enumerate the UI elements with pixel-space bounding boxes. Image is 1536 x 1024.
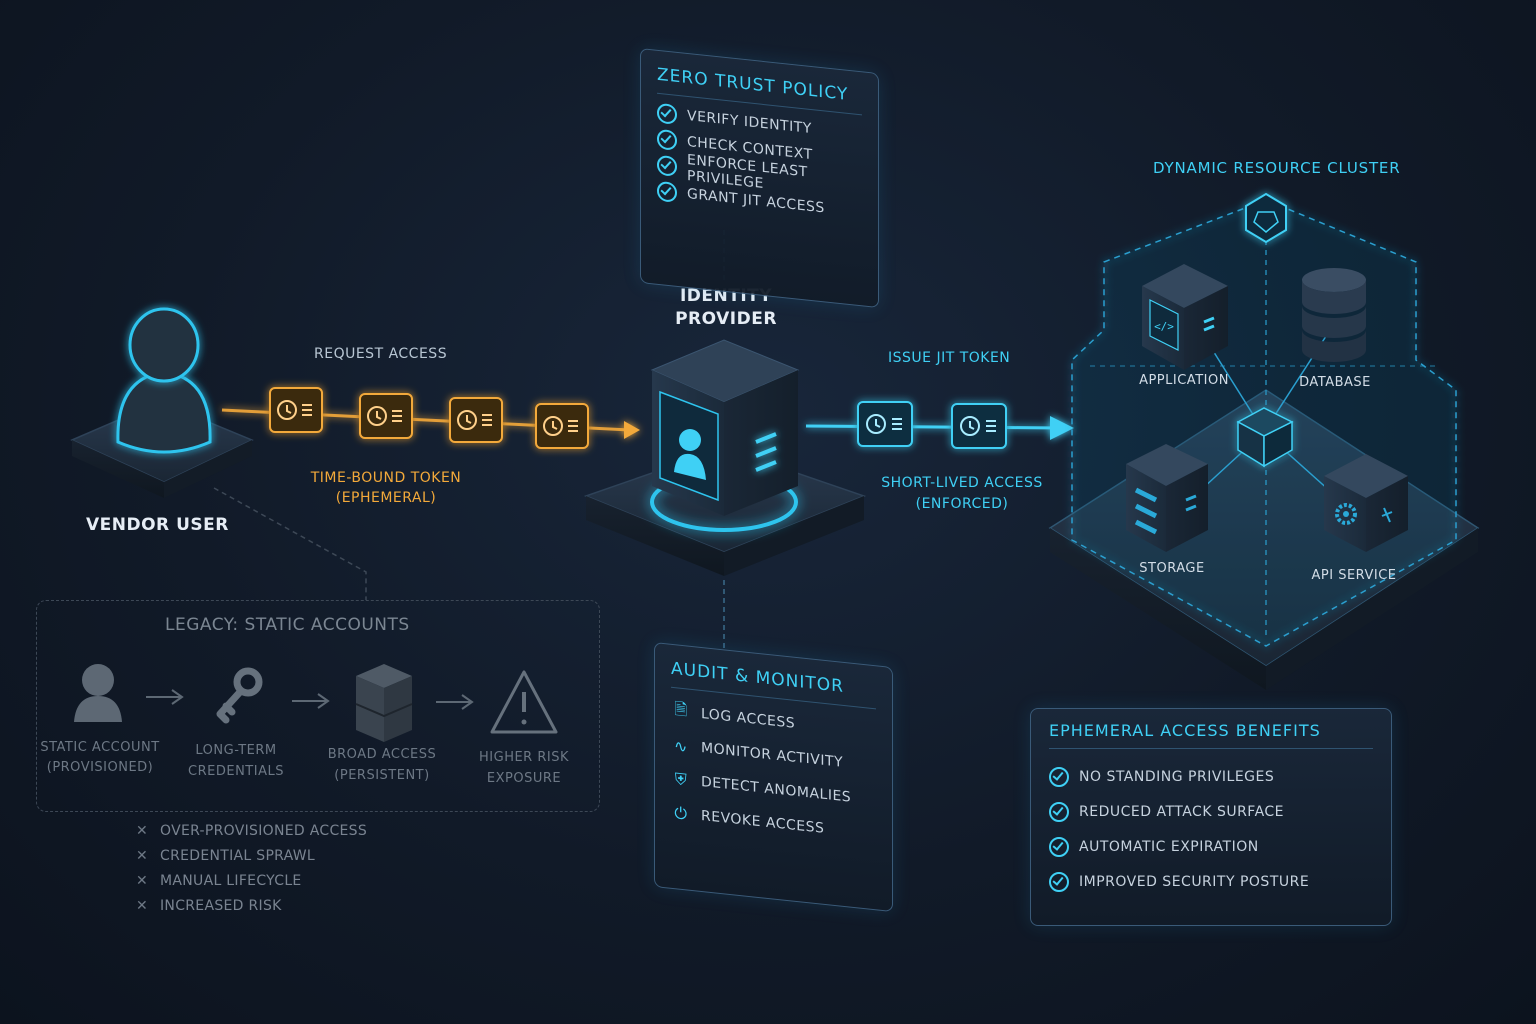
legacy-step-2-line1: LONG-TERM [195, 743, 277, 758]
issue-jit-token-label: ISSUE JIT TOKEN [888, 350, 1011, 366]
time-token-orange-3 [449, 397, 503, 443]
static-account-icon [74, 664, 122, 722]
time-token-orange-1 [269, 387, 323, 433]
jit-token-cyan-1 [857, 401, 913, 447]
x-icon: ✕ [136, 822, 149, 839]
con-item: ✕INCREASED RISK [136, 897, 282, 914]
database-label: DATABASE [1299, 375, 1371, 390]
legacy-step-2-line2: CREDENTIALS [188, 764, 284, 779]
ephemeral-label: (EPHEMERAL) [335, 490, 437, 506]
audit-monitor-panel: AUDIT & MONITOR 🗎LOG ACCESS ∿MONITOR ACT… [654, 642, 893, 913]
shield-icon: ⛨ [674, 769, 688, 790]
con-item: ✕OVER-PROVISIONED ACCESS [136, 822, 368, 839]
jit-token-cyan-2 [951, 403, 1007, 449]
storage-node [1126, 444, 1208, 552]
check-circle-icon [657, 154, 677, 177]
legacy-static-accounts-panel [36, 600, 600, 812]
legacy-arrow-2 [292, 693, 330, 709]
zero-trust-policy-panel: ZERO TRUST POLICY VERIFY IDENTITY CHECK … [640, 48, 879, 309]
x-icon: ✕ [136, 847, 149, 864]
check-circle-icon [657, 102, 677, 125]
check-circle-icon [1049, 871, 1069, 892]
key-icon [216, 667, 263, 724]
benefit-item: REDUCED ATTACK SURFACE [1049, 794, 1373, 829]
application-label: APPLICATION [1139, 373, 1229, 388]
legacy-cons-list: ✕OVER-PROVISIONED ACCESS ✕CREDENTIAL SPR… [136, 818, 367, 918]
api-service-node [1324, 454, 1408, 552]
storage-label: STORAGE [1139, 561, 1205, 576]
benefit-item: AUTOMATIC EXPIRATION [1049, 829, 1373, 864]
warning-icon [490, 670, 558, 734]
identity-provider-label-2: PROVIDER [675, 309, 777, 329]
power-icon: ⏻ [674, 803, 688, 824]
vendor-user-figure [70, 307, 254, 498]
short-lived-access-label: SHORT-LIVED ACCESS [881, 475, 1043, 491]
audit-title: AUDIT & MONITOR [671, 658, 844, 697]
con-item: ✕CREDENTIAL SPRAWL [136, 847, 315, 864]
ephemeral-benefits-panel: EPHEMERAL ACCESS BENEFITS NO STANDING PR… [1030, 708, 1392, 926]
cluster-hex-icon [1245, 192, 1287, 244]
zero-trust-title: ZERO TRUST POLICY [657, 64, 849, 105]
benefit-item: NO STANDING PRIVILEGES [1049, 759, 1373, 794]
application-node: </> [1142, 264, 1228, 370]
legacy-step-1-line1: STATIC ACCOUNT [40, 740, 160, 755]
enforced-label: (ENFORCED) [915, 496, 1009, 512]
server-stack-icon [355, 664, 413, 742]
check-circle-icon [657, 128, 677, 151]
check-circle-icon [1049, 766, 1069, 787]
cluster-core-cube [1236, 407, 1294, 468]
request-access-label: REQUEST ACCESS [314, 346, 448, 362]
benefit-item: IMPROVED SECURITY POSTURE [1049, 864, 1373, 899]
legacy-step-3-line2: (PERSISTENT) [334, 768, 430, 783]
con-item: ✕MANUAL LIFECYCLE [136, 872, 302, 889]
x-icon: ✕ [136, 872, 149, 889]
vendor-user-label: VENDOR USER [86, 515, 229, 535]
issue-token-flow [805, 416, 1074, 440]
identity-provider-node [583, 339, 867, 576]
pulse-icon: ∿ [674, 735, 688, 757]
x-icon: ✕ [136, 897, 149, 914]
cluster-title: DYNAMIC RESOURCE CLUSTER [1153, 159, 1401, 177]
time-bound-token-label: TIME-BOUND TOKEN [310, 470, 462, 486]
benefits-title: EPHEMERAL ACCESS BENEFITS [1049, 721, 1321, 740]
api-service-label: API SERVICE [1311, 568, 1397, 583]
time-token-orange-4 [535, 403, 589, 449]
check-circle-icon [1049, 801, 1069, 822]
check-circle-icon [657, 180, 677, 203]
svg-text:</>: </> [1154, 320, 1174, 333]
legacy-arrow-1 [146, 689, 184, 705]
legacy-step-4-line1: HIGHER RISK [479, 750, 569, 765]
legacy-title: LEGACY: STATIC ACCOUNTS [165, 615, 410, 635]
time-token-orange-2 [359, 393, 413, 439]
legacy-step-4-line2: EXPOSURE [486, 771, 562, 786]
legacy-step-1-line2: (PROVISIONED) [46, 760, 154, 775]
legacy-arrow-3 [436, 694, 474, 710]
legacy-step-3-line1: BROAD ACCESS [327, 747, 437, 762]
legacy-connector [213, 487, 367, 600]
check-circle-icon [1049, 836, 1069, 857]
document-icon: 🗎 [674, 698, 688, 720]
database-node [1302, 268, 1366, 362]
